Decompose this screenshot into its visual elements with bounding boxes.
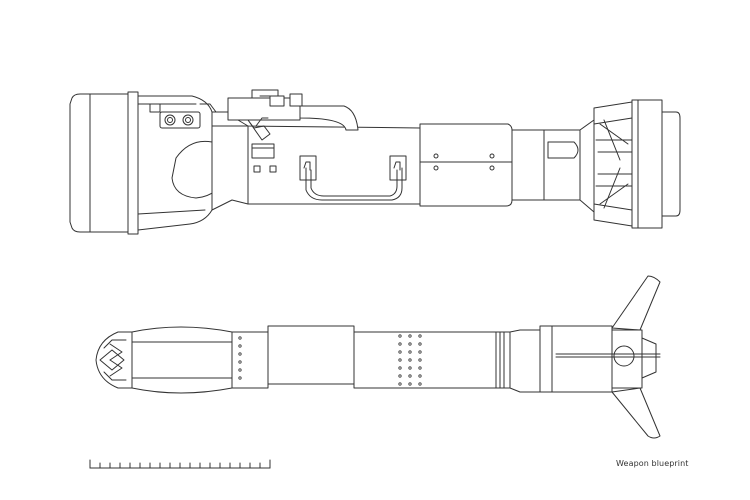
projectile-tail-fins: [555, 275, 661, 439]
projectile-body: [231, 325, 613, 393]
launcher-muzzle: [593, 99, 681, 229]
projectile-warhead: [131, 326, 233, 394]
launcher-rear-cap: [69, 91, 139, 235]
launcher-collar: [419, 123, 513, 207]
scale-bar: [89, 459, 271, 469]
caption: Weapon blueprint: [616, 459, 689, 468]
projectile-nose: [95, 331, 133, 389]
projectile-rivets: [238, 334, 422, 386]
projectile-side-view: [95, 275, 661, 439]
launcher-center-body: [211, 89, 421, 211]
launcher-forward-tube: [511, 119, 595, 213]
launcher-side-view: [69, 89, 681, 235]
